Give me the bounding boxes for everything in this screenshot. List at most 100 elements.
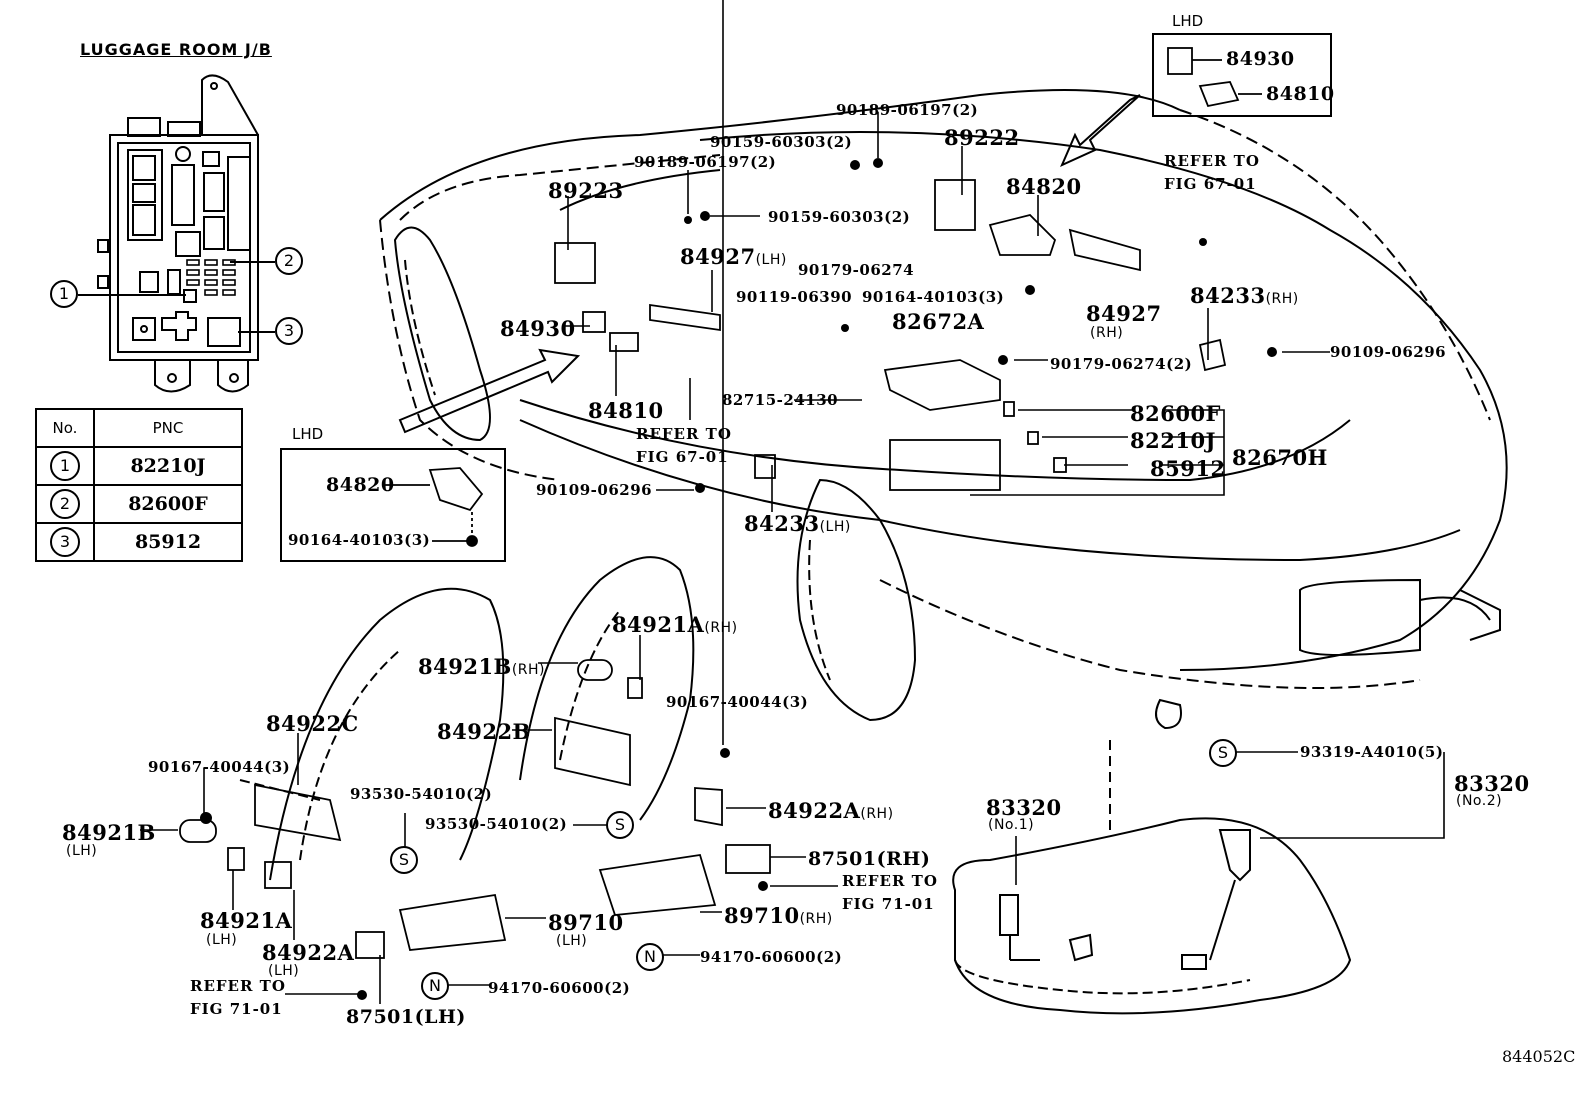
part-label-84921A-lh: 84921A bbox=[200, 908, 293, 933]
symbol-n-rh: N bbox=[636, 943, 664, 971]
part-label-85912: 85912 bbox=[1150, 456, 1226, 481]
part-label-84922A-lh-side: (LH) bbox=[268, 963, 300, 979]
part-label-90167-rh: 90167-40044(3) bbox=[666, 693, 809, 711]
side-note: (RH) bbox=[799, 911, 833, 927]
refer-note-fig71-rh: REFER TO FIG 71-01 bbox=[842, 872, 938, 913]
part-label-84927-rh-side: (RH) bbox=[1090, 325, 1124, 341]
junction-box-drawing bbox=[78, 74, 275, 393]
part-label-89710-rh: 89710(RH) bbox=[724, 905, 833, 926]
lhd-right-part-84930: 84930 bbox=[1226, 48, 1295, 70]
part-label-84922C: 84922C bbox=[266, 711, 359, 736]
seat-outlines bbox=[239, 556, 695, 881]
lhd-left-part-84820: 84820 bbox=[326, 474, 395, 496]
part-label-90109-lh: 90109-06296 bbox=[536, 481, 653, 499]
part-label-94170-lh: 94170-60600(2) bbox=[488, 979, 631, 997]
pnc-table-row: 3 85912 bbox=[35, 522, 243, 562]
part-label-93530-b: 93530-54010(2) bbox=[425, 815, 568, 833]
part-label-90179-b: 90179-06274(2) bbox=[1050, 355, 1193, 373]
part-label-93530-a: 93530-54010(2) bbox=[350, 785, 493, 803]
part-label-82210J: 82210J bbox=[1130, 428, 1216, 453]
symbol-s-lh: S bbox=[390, 846, 418, 874]
part-label-83320-no1: 83320 bbox=[986, 795, 1062, 820]
part-label-82672A: 82672A bbox=[892, 309, 985, 334]
part-number: 84921B bbox=[418, 654, 512, 679]
symbol-n-lh: N bbox=[421, 972, 449, 1000]
car-body-outline bbox=[379, 89, 1508, 730]
junction-box-callout-2: 2 bbox=[275, 247, 303, 275]
refer-note-fig71-lh: REFER TO FIG 71-01 bbox=[190, 977, 286, 1018]
symbol-s-rh: S bbox=[606, 811, 634, 839]
part-label-84922B: 84922B bbox=[437, 719, 531, 744]
pnc-header-pnc: PNC bbox=[93, 408, 243, 448]
pnc-table: No. PNC 1 82210J 2 82600F 3 85912 bbox=[35, 408, 243, 562]
part-label-84921A-rh: 84921A(RH) bbox=[612, 614, 738, 635]
part-label-90189-top: 90189-06197(2) bbox=[836, 101, 979, 119]
fuel-tank-drawing bbox=[952, 740, 1352, 1015]
pnc-row-no: 2 bbox=[50, 489, 80, 519]
side-note: (RH) bbox=[511, 662, 545, 678]
part-number: 84922A bbox=[768, 798, 861, 823]
pnc-row-value: 85912 bbox=[93, 522, 243, 562]
lhd-inset-right-box bbox=[1152, 33, 1332, 117]
refer-note-fig67-top: REFER TO FIG 67-01 bbox=[1164, 152, 1260, 193]
junction-box-title: LUGGAGE ROOM J/B bbox=[80, 40, 272, 59]
refer-note-fig67-mid: REFER TO FIG 67-01 bbox=[636, 425, 732, 466]
part-label-90159-top: 90159-60303(2) bbox=[710, 133, 853, 151]
part-label-90179-a: 90179-06274 bbox=[798, 261, 915, 279]
part-number: 84233 bbox=[1190, 283, 1266, 308]
part-label-90159-mid: 90159-60303(2) bbox=[768, 208, 911, 226]
direction-arrows bbox=[398, 94, 1141, 434]
part-label-90189-mid: 90189-06197(2) bbox=[634, 153, 777, 171]
part-number: 84233 bbox=[744, 511, 820, 536]
part-glyphs bbox=[200, 158, 1277, 1000]
part-label-84927-lh: 84927(LH) bbox=[680, 246, 787, 267]
part-label-84820: 84820 bbox=[1006, 174, 1082, 199]
part-label-90164: 90164-40103(3) bbox=[862, 288, 1005, 306]
pnc-header-no: No. bbox=[35, 408, 95, 448]
part-label-84922A-lh: 84922A bbox=[262, 940, 355, 965]
leader-lines bbox=[140, 0, 1445, 1004]
part-label-84810: 84810 bbox=[588, 398, 664, 423]
pnc-row-no: 1 bbox=[50, 451, 80, 481]
part-label-83320-no2: 83320 bbox=[1454, 771, 1530, 796]
junction-box-callout-1: 1 bbox=[50, 280, 78, 308]
part-number: 84927 bbox=[680, 244, 756, 269]
pnc-table-row: 1 82210J bbox=[35, 446, 243, 486]
part-label-83320-no1-side: (No.1) bbox=[988, 817, 1035, 833]
lhd-left-part-90164: 90164-40103(3) bbox=[288, 531, 431, 549]
part-number: 84921A bbox=[612, 612, 705, 637]
part-number: 89710 bbox=[724, 903, 800, 928]
lhd-inset-left-box bbox=[280, 448, 506, 562]
lhd-inset-right-title: LHD bbox=[1172, 12, 1204, 30]
part-label-84921B-lh-side: (LH) bbox=[66, 843, 98, 859]
part-label-94170-rh: 94170-60600(2) bbox=[700, 948, 843, 966]
part-label-90167-lh: 90167-40044(3) bbox=[148, 758, 291, 776]
part-label-87501-rh: 87501(RH) bbox=[808, 848, 931, 870]
part-label-82670H: 82670H bbox=[1232, 445, 1328, 470]
part-label-89223: 89223 bbox=[548, 178, 624, 203]
figure-id: 844052C bbox=[1502, 1047, 1576, 1066]
part-label-89710-lh-side: (LH) bbox=[556, 933, 588, 949]
pnc-row-value: 82210J bbox=[93, 446, 243, 486]
part-label-90109-rh: 90109-06296 bbox=[1330, 343, 1447, 361]
part-label-84921A-lh-side: (LH) bbox=[206, 932, 238, 948]
junction-box-callout-3: 3 bbox=[275, 317, 303, 345]
pnc-row-value: 82600F bbox=[93, 484, 243, 524]
part-label-84921B-rh: 84921B(RH) bbox=[418, 656, 545, 677]
part-label-84922A-rh: 84922A(RH) bbox=[768, 800, 894, 821]
side-note: (RH) bbox=[704, 620, 738, 636]
part-label-90119: 90119-06390 bbox=[736, 288, 853, 306]
pnc-row-no: 3 bbox=[50, 527, 80, 557]
part-label-84233-lh: 84233(LH) bbox=[744, 513, 851, 534]
part-label-89222: 89222 bbox=[944, 125, 1020, 150]
part-label-84921B-lh: 84921B bbox=[62, 820, 156, 845]
lhd-right-part-84810: 84810 bbox=[1266, 83, 1335, 105]
part-label-84930: 84930 bbox=[500, 316, 576, 341]
side-note: (LH) bbox=[755, 252, 787, 268]
part-label-93319: 93319-A4010(5) bbox=[1300, 743, 1444, 761]
part-label-84927-rh: 84927 bbox=[1086, 301, 1162, 326]
pnc-table-row: 2 82600F bbox=[35, 484, 243, 524]
lhd-inset-left-title: LHD bbox=[292, 425, 324, 443]
part-label-82715: 82715-24130 bbox=[722, 391, 839, 409]
